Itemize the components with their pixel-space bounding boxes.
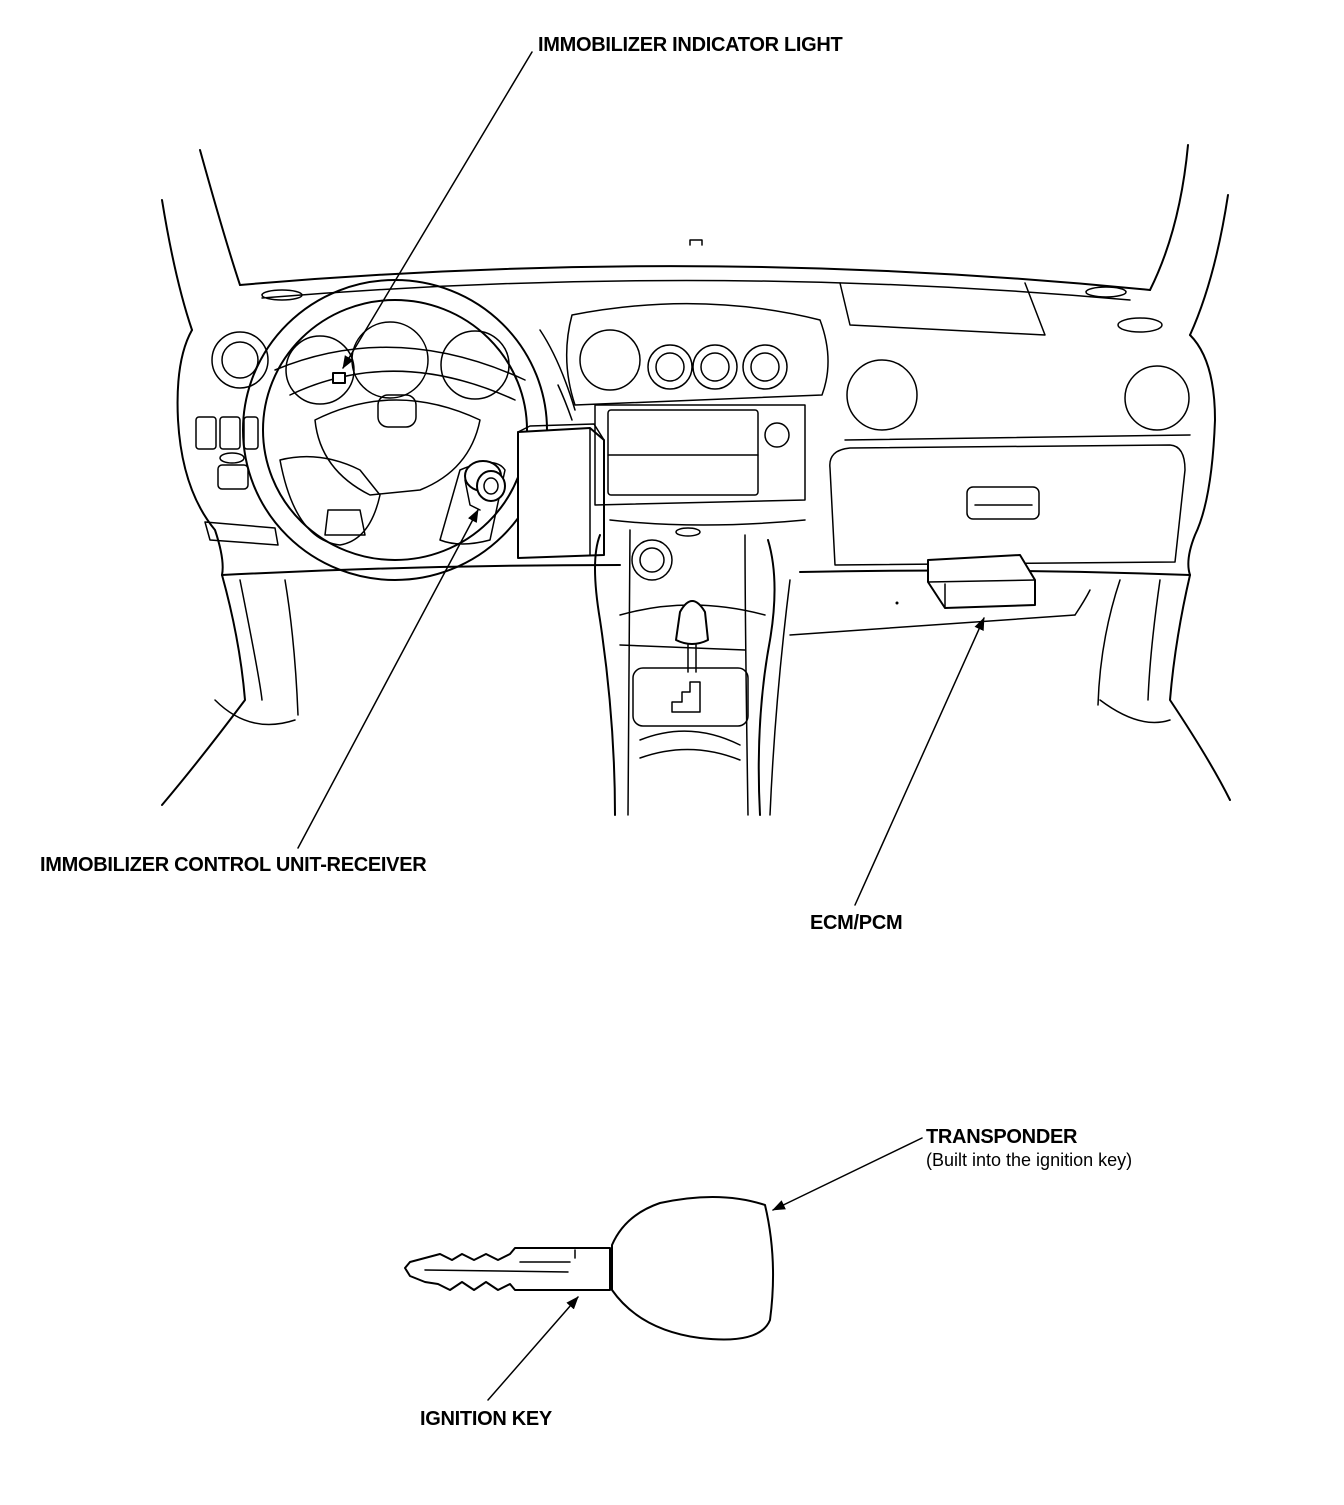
control-unit-box	[517, 423, 605, 559]
label-immobilizer-control-unit-receiver: IMMOBILIZER CONTROL UNIT-RECEIVER	[40, 854, 427, 876]
left-a-pillar-outer	[199, 149, 241, 286]
label-transponder-note: (Built into the ignition key)	[926, 1150, 1133, 1170]
gear-shifter-icon	[675, 600, 709, 645]
label-transponder: TRANSPONDER	[926, 1126, 1078, 1148]
leader-lines	[297, 51, 985, 1401]
indicator-leader	[342, 51, 533, 369]
ecm-leader	[854, 617, 985, 906]
dash-top-edge	[239, 265, 1151, 291]
steering-wheel-outer	[242, 279, 548, 581]
ignition-cylinder-icon	[464, 460, 506, 511]
label-ecm-pcm: ECM/PCM	[810, 912, 903, 934]
right-a-pillar-outer	[1149, 144, 1189, 291]
ecm-pcm-box	[927, 554, 1036, 609]
left-a-pillar-inner	[161, 199, 193, 331]
transponder-leader	[772, 1137, 923, 1211]
dashboard-illustration	[161, 144, 1231, 816]
label-ignition-key: IGNITION KEY	[420, 1408, 552, 1430]
ignition-key-illustration	[404, 1195, 775, 1341]
key-blade	[404, 1247, 611, 1291]
key-head	[611, 1195, 775, 1341]
label-immobilizer-indicator-light: IMMOBILIZER INDICATOR LIGHT	[538, 34, 843, 56]
indicator-light-icon	[332, 372, 346, 384]
ignition-key-leader	[487, 1296, 579, 1401]
control-unit-leader	[297, 509, 479, 849]
right-a-pillar-inner	[1189, 194, 1229, 336]
